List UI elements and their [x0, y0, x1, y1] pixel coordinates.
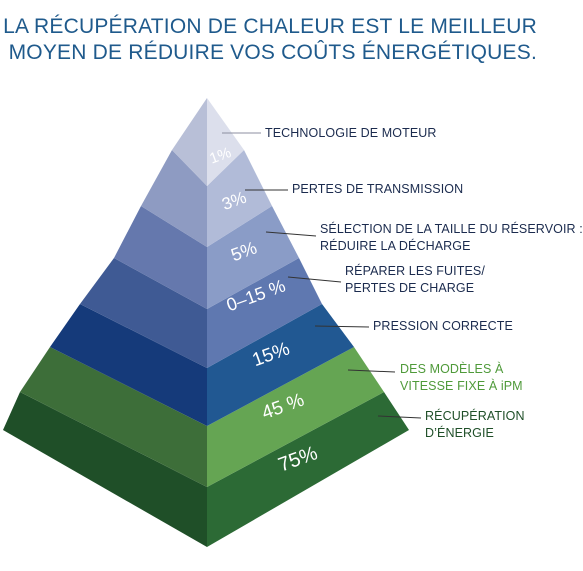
level-3-label-line-2: RÉDUIRE LA DÉCHARGE — [320, 239, 471, 253]
level-1-percent: 1% — [207, 144, 233, 167]
level-5-left-face — [50, 304, 207, 426]
level-5-label: PRESSION CORRECTE — [373, 318, 513, 335]
level-4-label-line-1: RÉPARER LES FUITES/ — [345, 264, 485, 278]
level-5-label-line-1: PRESSION CORRECTE — [373, 319, 513, 333]
level-7-label-line-1: RÉCUPÉRATION — [425, 409, 525, 423]
level-7-right-face — [207, 392, 409, 547]
level-7-label-line-2: D’ÉNERGIE — [425, 426, 494, 440]
level-2-label: PERTES DE TRANSMISSION — [292, 181, 463, 198]
level-3-left-face — [114, 206, 207, 309]
title-line-1: LA RÉCUPÉRATION DE CHALEUR EST LE MEILLE… — [3, 15, 537, 38]
level-7-leader-line — [377, 415, 422, 419]
level-2-right-face — [207, 150, 272, 247]
level-2-label-line-1: PERTES DE TRANSMISSION — [292, 182, 464, 196]
level-1-right-face — [207, 98, 244, 186]
level-4-right-face — [207, 258, 322, 368]
level-5-right-face — [207, 304, 354, 426]
level-4-leader-line — [287, 276, 342, 283]
level-4-left-face — [80, 258, 207, 368]
level-3-label-line-1: SÉLECTION DE LA TAILLE DU RÉSERVOIR : — [320, 222, 583, 236]
level-1-left-face — [172, 98, 207, 186]
level-6-right-face — [207, 347, 384, 487]
level-2-left-face — [141, 150, 207, 247]
level-6-left-face — [20, 347, 207, 487]
level-3-label: SÉLECTION DE LA TAILLE DU RÉSERVOIR : RÉD… — [320, 221, 583, 255]
level-6-label: DES MODÈLES À VITESSE FIXE À iPM — [400, 361, 523, 395]
level-1-label-line-1: TECHNOLOGIE DE MOTEUR — [265, 126, 437, 140]
level-5-leader-line — [314, 325, 370, 328]
level-3-leader-line — [265, 231, 317, 237]
level-4-label: RÉPARER LES FUITES/PERTES DE CHARGE — [345, 263, 485, 297]
level-1-label: TECHNOLOGIE DE MOTEUR — [265, 125, 437, 142]
title-line-2: MOYEN DE RÉDUIRE VOS COÛTS ÉNERGÉTIQUES. — [8, 41, 537, 64]
level-7-left-face — [3, 392, 207, 547]
level-3-right-face — [207, 206, 299, 309]
page-title: LA RÉCUPÉRATION DE CHALEUR EST LE MEILLE… — [3, 14, 537, 66]
level-6-label-line-2: VITESSE FIXE À iPM — [400, 379, 523, 393]
level-6-label-line-1: DES MODÈLES À — [400, 362, 504, 376]
level-4-label-line-2: PERTES DE CHARGE — [345, 281, 475, 295]
level-6-leader-line — [347, 369, 396, 373]
level-7-label: RÉCUPÉRATION D’ÉNERGIE — [425, 408, 525, 442]
